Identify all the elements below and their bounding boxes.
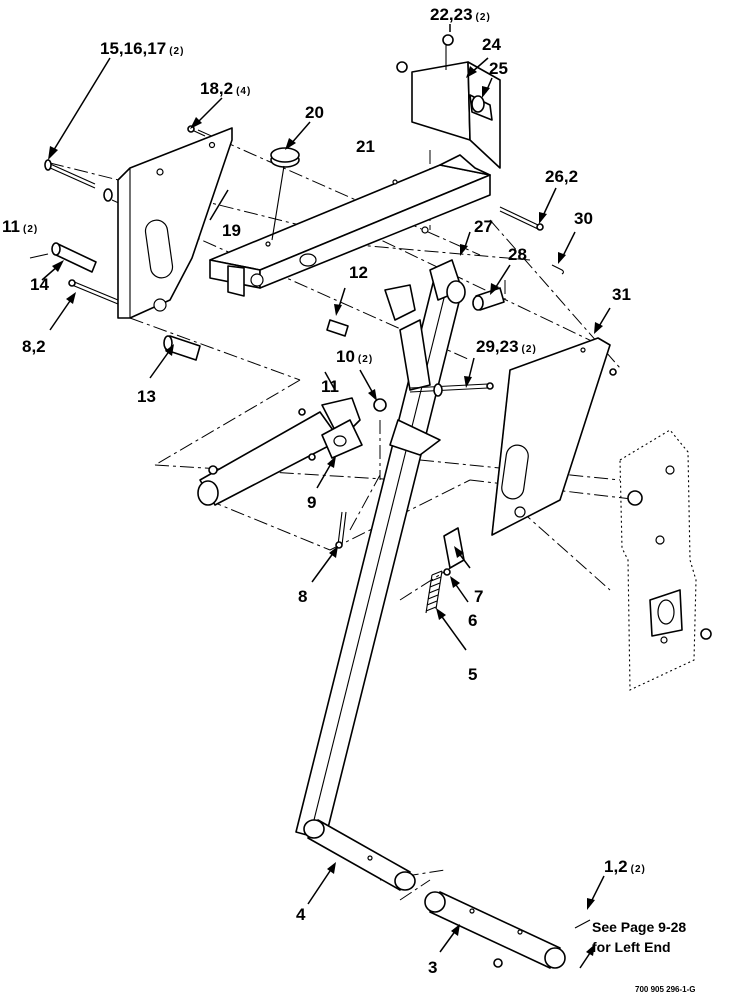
callout-10: 10(2)	[336, 347, 373, 366]
pin-8	[68, 279, 119, 305]
callout-14: 14	[30, 275, 49, 294]
bolt-29	[409, 382, 494, 397]
callout-5: 5	[468, 665, 477, 684]
bushing-13	[163, 335, 201, 361]
callout-1-2: 1,2(2)	[604, 857, 646, 876]
callout-11-top: 11(2)	[2, 217, 38, 236]
note-line-2: for Left End	[592, 939, 671, 955]
clevis-9	[308, 419, 363, 461]
long-bolt	[44, 159, 113, 202]
callout-15-16-17: 15,16,17(2)	[100, 39, 184, 58]
callout-26-2: 26,2	[545, 167, 578, 186]
callout-11-mid: 11	[321, 377, 339, 396]
drawing-code: 700 905 296-1-G	[635, 985, 696, 994]
callout-21: 21	[356, 137, 375, 156]
spring-and-block	[425, 527, 465, 614]
spring-washer-20	[270, 147, 300, 241]
pin-12	[326, 319, 349, 337]
callout-7: 7	[474, 587, 483, 606]
callout-labels: 15,16,17(2) 18,2(4) 20 21 22,23(2) 24 25…	[2, 5, 646, 977]
callout-30: 30	[574, 209, 593, 228]
pin-14	[29, 242, 97, 273]
callout-31: 31	[612, 285, 631, 304]
bolt-8-lower	[335, 511, 347, 549]
callout-8-2: 8,2	[22, 337, 46, 356]
callout-27: 27	[474, 217, 493, 236]
lower-tube	[303, 819, 416, 891]
callout-24: 24	[482, 35, 501, 54]
callout-4: 4	[296, 905, 306, 924]
callout-6: 6	[468, 611, 477, 630]
callout-18-2: 18,2(4)	[200, 79, 251, 98]
note-line-1: See Page 9-28	[592, 919, 686, 935]
callout-19: 19	[222, 221, 241, 240]
callout-29-23: 29,23(2)	[476, 337, 537, 356]
callout-25: 25	[489, 59, 508, 78]
callout-9: 9	[307, 493, 316, 512]
top-bracket	[396, 34, 501, 169]
callout-28: 28	[508, 245, 527, 264]
bushing-28	[472, 287, 505, 311]
callout-8: 8	[298, 587, 307, 606]
right-side-plate	[491, 337, 617, 536]
left-side-plate	[117, 127, 233, 319]
bolt-26	[499, 206, 544, 231]
callout-3: 3	[428, 958, 437, 977]
left-end-frame	[619, 429, 712, 691]
end-tube	[424, 891, 591, 969]
pin-30	[551, 264, 565, 275]
callout-20: 20	[305, 103, 324, 122]
main-arm	[295, 259, 466, 841]
reference-note: See Page 9-28 for Left End	[592, 919, 686, 955]
leader-lines	[41, 24, 611, 969]
callout-13: 13	[137, 387, 156, 406]
channel-crossmember	[209, 154, 491, 297]
small-bolt	[187, 125, 206, 137]
callout-22-23: 22,23(2)	[430, 5, 491, 24]
bushing-11	[373, 398, 387, 412]
callout-12: 12	[349, 263, 368, 282]
